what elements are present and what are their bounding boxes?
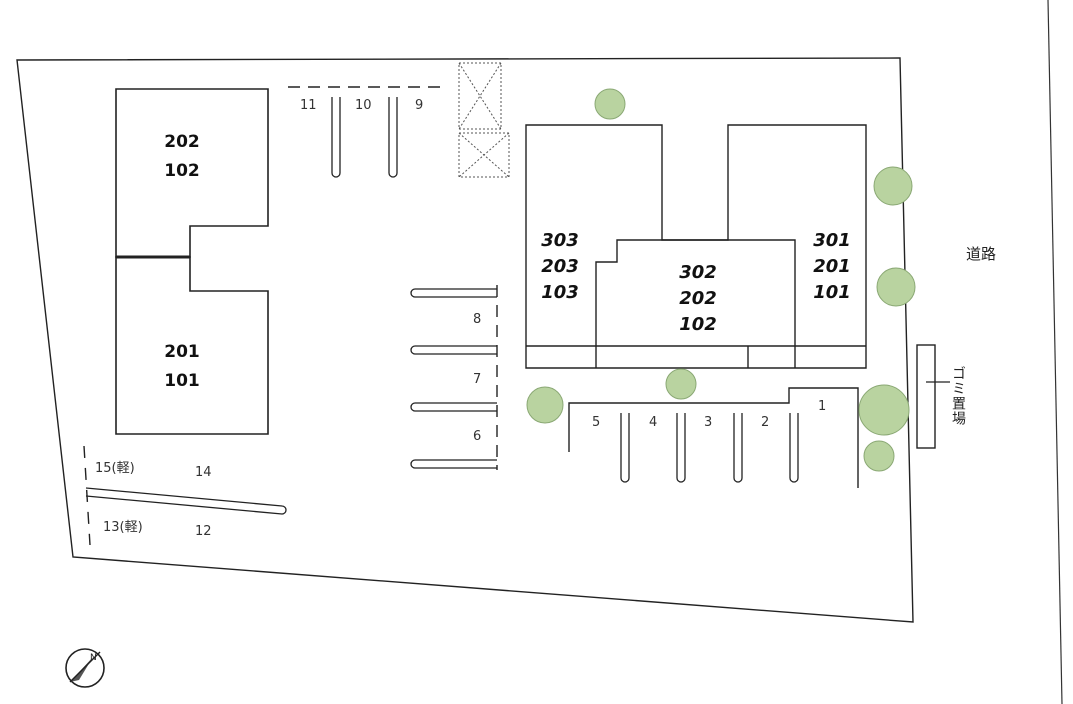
trees: [526, 88, 916, 472]
tree-5: [665, 368, 697, 400]
parking-north-divider-2: [388, 97, 398, 178]
parking-south-curb: [568, 387, 859, 488]
parking-lot-3: 3: [704, 415, 713, 430]
parking-lot-13: 13(軽): [103, 520, 143, 535]
unit-label: 301: [813, 230, 851, 251]
unit-label: 201: [813, 256, 851, 277]
parking-lot-1: 1: [818, 399, 827, 414]
site-boundary: [16, 57, 914, 623]
compass-north-arrow-icon: N: [65, 648, 105, 688]
building-east-right-labels: 301 201 101: [802, 228, 862, 306]
unit-label: 101: [164, 371, 200, 391]
building-east-outline: [525, 124, 867, 369]
building-west-north-labels: 202 102: [152, 128, 212, 186]
parking-south-divider-4: [789, 413, 799, 483]
tree-2: [873, 166, 913, 206]
parking-lot-4: 4: [649, 415, 658, 430]
utility-box-1: [458, 62, 502, 130]
parking-lot-15: 15(軽): [95, 461, 135, 476]
unit-label: 102: [164, 161, 200, 181]
parking-lot-9: 9: [415, 98, 424, 113]
svg-text:N: N: [90, 653, 97, 663]
unit-label: 103: [541, 282, 579, 303]
road-edge-line: [1047, 0, 1063, 704]
unit-label: 102: [679, 314, 717, 335]
utility-box-2: [458, 132, 510, 178]
parking-lot-11: 11: [300, 98, 317, 113]
parking-west-dashed-line: [83, 445, 91, 546]
parking-lot-14: 14: [195, 465, 212, 480]
unit-label: 203: [541, 256, 579, 277]
building-east-center: [595, 239, 796, 368]
building-west-south-labels: 201 101: [152, 338, 212, 396]
parking-middle-divider-1: [410, 288, 497, 298]
unit-label: 303: [541, 230, 579, 251]
parking-middle-divider-2: [410, 345, 497, 355]
building-east-center-labels: 302 202 102: [668, 260, 728, 338]
tree-6: [858, 384, 910, 436]
parking-south-divider-3: [733, 413, 743, 483]
parking-south-divider-1: [620, 413, 630, 483]
parking-north-divider-1: [331, 97, 341, 178]
unit-label: 302: [679, 262, 717, 283]
garbage-label: ゴミ置場: [950, 366, 966, 426]
tree-4: [526, 386, 564, 424]
unit-label: 202: [679, 288, 717, 309]
garbage-area: [916, 344, 936, 449]
tree-1: [594, 88, 626, 120]
parking-south-divider-2: [676, 413, 686, 483]
parking-lot-7: 7: [473, 372, 482, 387]
unit-label: 201: [164, 342, 200, 362]
building-east-left-labels: 303 203 103: [530, 228, 590, 306]
tree-3: [876, 267, 916, 307]
unit-label: 202: [164, 132, 200, 152]
road-label: 道路: [966, 245, 997, 263]
parking-middle-divider-4: [410, 459, 497, 469]
parking-lot-8: 8: [473, 312, 482, 327]
tree-7: [863, 440, 895, 472]
parking-west-divider: [85, 487, 287, 515]
unit-label: 101: [813, 282, 851, 303]
parking-lot-12: 12: [195, 524, 212, 539]
parking-lot-6: 6: [473, 429, 482, 444]
parking-lot-10: 10: [355, 98, 372, 113]
parking-lot-2: 2: [761, 415, 770, 430]
parking-middle-divider-3: [410, 402, 497, 412]
parking-lot-5: 5: [592, 415, 601, 430]
